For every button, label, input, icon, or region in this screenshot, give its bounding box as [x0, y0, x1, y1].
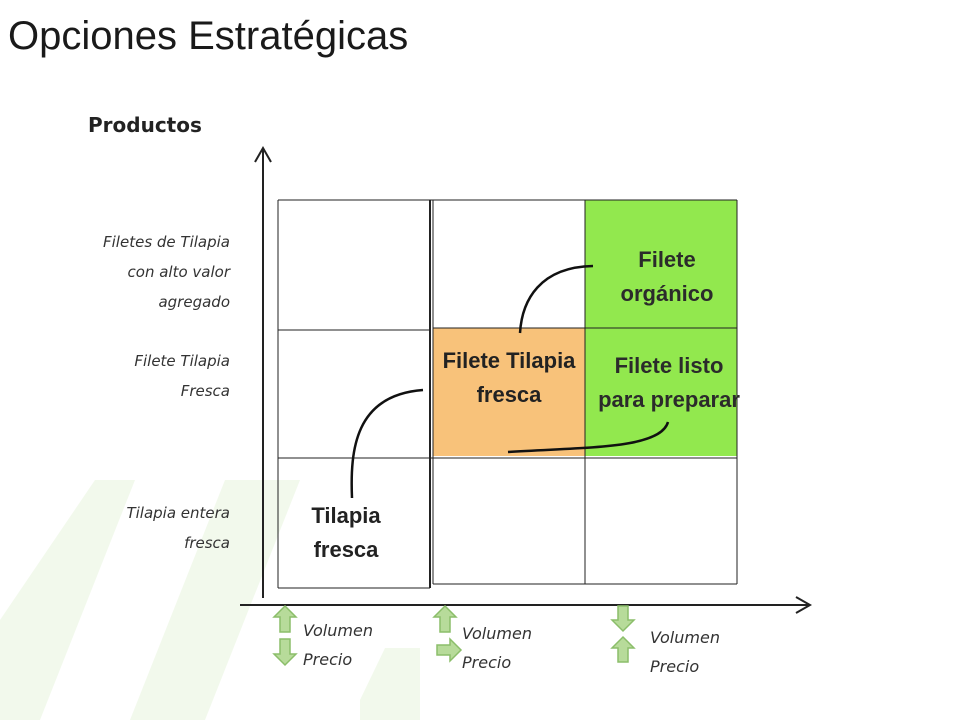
legend-2: Volumen Precio	[462, 624, 532, 672]
right-arrow-icon	[436, 637, 463, 663]
y-axis-arrowhead	[254, 145, 272, 163]
cell-label-filete-tilapia-fresca: Filete Tilapia fresca	[442, 348, 576, 407]
up-arrow-icon	[610, 635, 636, 663]
slide-title: Opciones Estratégicas	[8, 14, 409, 58]
row-label-tilapia-entera: Tilapia entera fresca	[126, 504, 230, 552]
cell-filete-fresca-fill	[433, 328, 585, 456]
cell-label-filete-listo: Filete listo para preparar	[598, 353, 740, 412]
cell-filete-organico-fill	[585, 200, 737, 328]
up-arrow-icon	[432, 604, 458, 633]
cell-filete-listo-fill	[585, 328, 737, 456]
y-axis-title: Productos	[88, 113, 202, 137]
watermark-stripe-3	[360, 648, 420, 720]
legend-3: Volumen Precio	[650, 628, 720, 676]
legend-arrows	[272, 604, 636, 667]
watermark-stripe-2	[130, 480, 300, 720]
matrix-grid	[277, 199, 738, 589]
legend-1: Volumen Precio	[303, 621, 373, 669]
down-arrow-icon	[272, 638, 298, 667]
axes	[240, 145, 813, 614]
row-label-valor-agregado: Filetes de Tilapia con alto valor agrega…	[103, 233, 230, 311]
connector-filete-to-organico	[518, 264, 594, 334]
cell-label-tilapia-fresca: Tilapia fresca	[311, 503, 381, 562]
watermark-stripe-1	[0, 480, 135, 720]
down-arrow-icon	[610, 605, 636, 633]
row-label-filete-fresca: Filete Tilapia Fresca	[134, 352, 230, 400]
connector-filete-to-listo	[507, 421, 670, 454]
up-arrow-icon	[272, 604, 298, 633]
x-axis-arrowhead	[795, 596, 813, 614]
connector-curves	[350, 264, 670, 499]
cell-label-filete-organico: Filete orgánico	[620, 247, 714, 306]
connector-tilapia-to-filete	[350, 388, 424, 499]
